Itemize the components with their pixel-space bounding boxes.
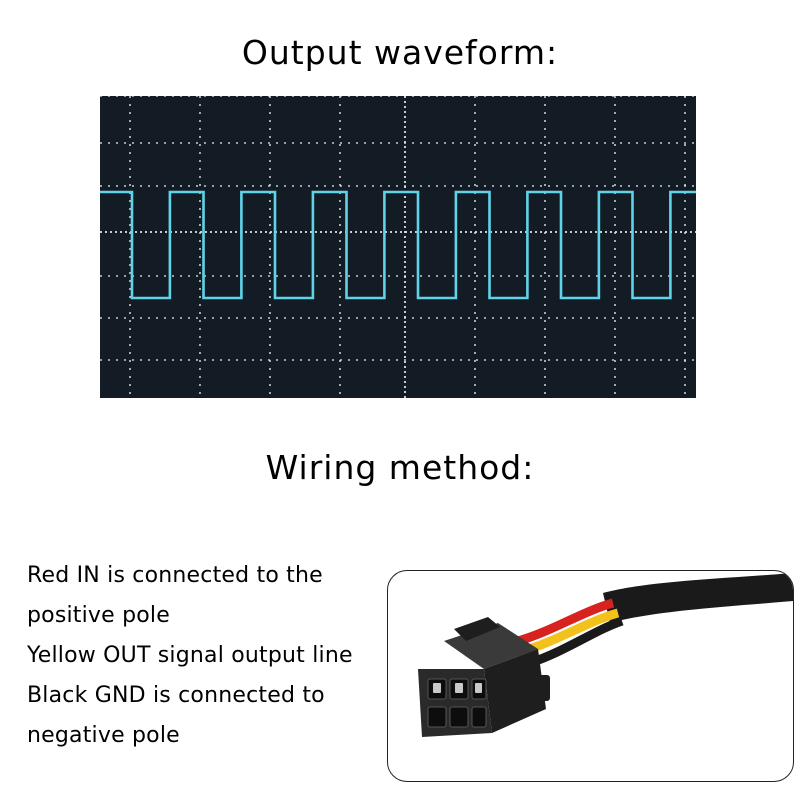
connector-photo	[387, 570, 794, 782]
wiring-line-positive-pole: positive pole	[27, 603, 170, 628]
connector-illustration	[418, 573, 793, 737]
cable-sheath	[603, 573, 793, 623]
waveform-heading: Output waveform:	[241, 33, 559, 72]
wiring-line-negative-pole: negative pole	[27, 723, 180, 748]
black-wire	[528, 616, 624, 668]
wiring-line-red-in: Red IN is connected to the	[27, 563, 323, 588]
wiring-heading: Wiring method:	[265, 448, 535, 487]
scope-grid	[100, 96, 696, 398]
wiring-line-black-gnd: Black GND is connected to	[27, 683, 325, 708]
oscilloscope-display	[100, 96, 696, 398]
wiring-instructions: Red IN is connected to the positive pole…	[27, 556, 392, 756]
oscilloscope-screen	[100, 96, 696, 398]
red-wire	[516, 598, 615, 646]
wiring-line-yellow-out: Yellow OUT signal output line	[27, 643, 353, 668]
pin-sockets	[427, 678, 487, 728]
square-wave-trace	[100, 190, 696, 300]
